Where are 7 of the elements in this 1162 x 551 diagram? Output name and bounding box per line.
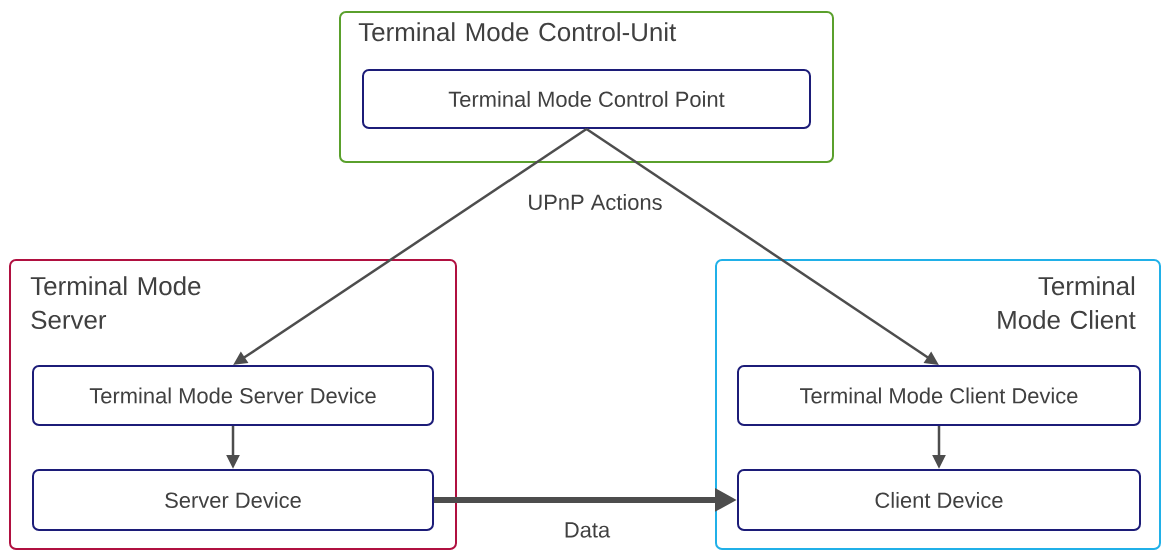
device-box: Client Device bbox=[737, 469, 1141, 531]
device-box: Server Device bbox=[32, 469, 434, 531]
edge-label: Data bbox=[561, 520, 613, 540]
edge-label: UPnP Actions bbox=[525, 191, 665, 213]
device-box: Terminal Mode Client Device bbox=[737, 365, 1141, 426]
device-box: Terminal Mode Control Point bbox=[362, 69, 811, 129]
device-box: Terminal Mode Server Device bbox=[32, 365, 434, 426]
